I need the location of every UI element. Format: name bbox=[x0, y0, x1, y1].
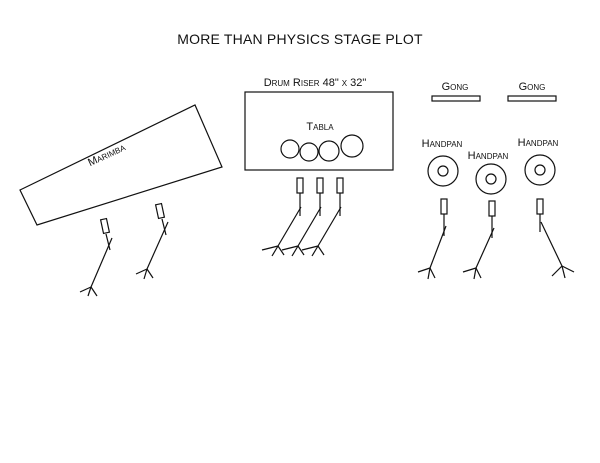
tabla-drums bbox=[280, 134, 364, 162]
microphone-icon bbox=[536, 198, 544, 215]
mic-stand bbox=[301, 177, 344, 257]
mic-stand bbox=[281, 177, 324, 257]
tabla-drum bbox=[299, 142, 319, 162]
page-title: MORE THAN PHYSICS STAGE PLOT bbox=[177, 31, 423, 47]
drum-riser-label: Drum Riser 48" x 32" bbox=[264, 77, 367, 89]
tabla-label: Tabla bbox=[306, 121, 334, 133]
handpan-label: Handpan bbox=[468, 150, 509, 162]
microphones bbox=[79, 177, 575, 297]
mic-stand bbox=[79, 217, 113, 297]
microphone-icon bbox=[336, 177, 344, 194]
gong-bar bbox=[507, 95, 557, 102]
marimba-body bbox=[19, 104, 223, 226]
gong-right: Gong bbox=[507, 81, 557, 102]
drum-riser: Drum Riser 48" x 32" Tabla bbox=[244, 77, 394, 171]
tabla-drum bbox=[280, 139, 300, 159]
microphone-icon bbox=[316, 177, 324, 194]
handpan-left: Handpan bbox=[422, 138, 463, 187]
gong-bar bbox=[431, 95, 481, 102]
microphone-icon bbox=[440, 198, 448, 215]
handpan-middle: Handpan bbox=[468, 150, 509, 195]
gong-left: Gong bbox=[431, 81, 481, 102]
handpan-label: Handpan bbox=[422, 138, 463, 150]
gong-label: Gong bbox=[519, 81, 546, 93]
microphone-icon bbox=[296, 177, 304, 194]
marimba: Marimba bbox=[19, 104, 223, 226]
handpan-center bbox=[534, 164, 546, 176]
handpan-center bbox=[437, 165, 449, 177]
mic-stand bbox=[462, 200, 496, 280]
microphone-icon bbox=[99, 217, 111, 235]
drum-riser-platform bbox=[244, 91, 394, 171]
gong-label: Gong bbox=[442, 81, 469, 93]
handpan-center bbox=[485, 173, 497, 185]
tabla-drum bbox=[318, 140, 340, 162]
mic-stand bbox=[135, 202, 169, 280]
mic-stand bbox=[536, 198, 575, 279]
tabla-drum bbox=[340, 134, 364, 158]
handpan-label: Handpan bbox=[518, 137, 559, 149]
mic-stand bbox=[417, 198, 448, 280]
microphone-icon bbox=[488, 200, 496, 217]
mic-stand bbox=[261, 177, 304, 257]
handpan-right: Handpan bbox=[518, 137, 559, 186]
microphone-icon bbox=[154, 202, 166, 220]
